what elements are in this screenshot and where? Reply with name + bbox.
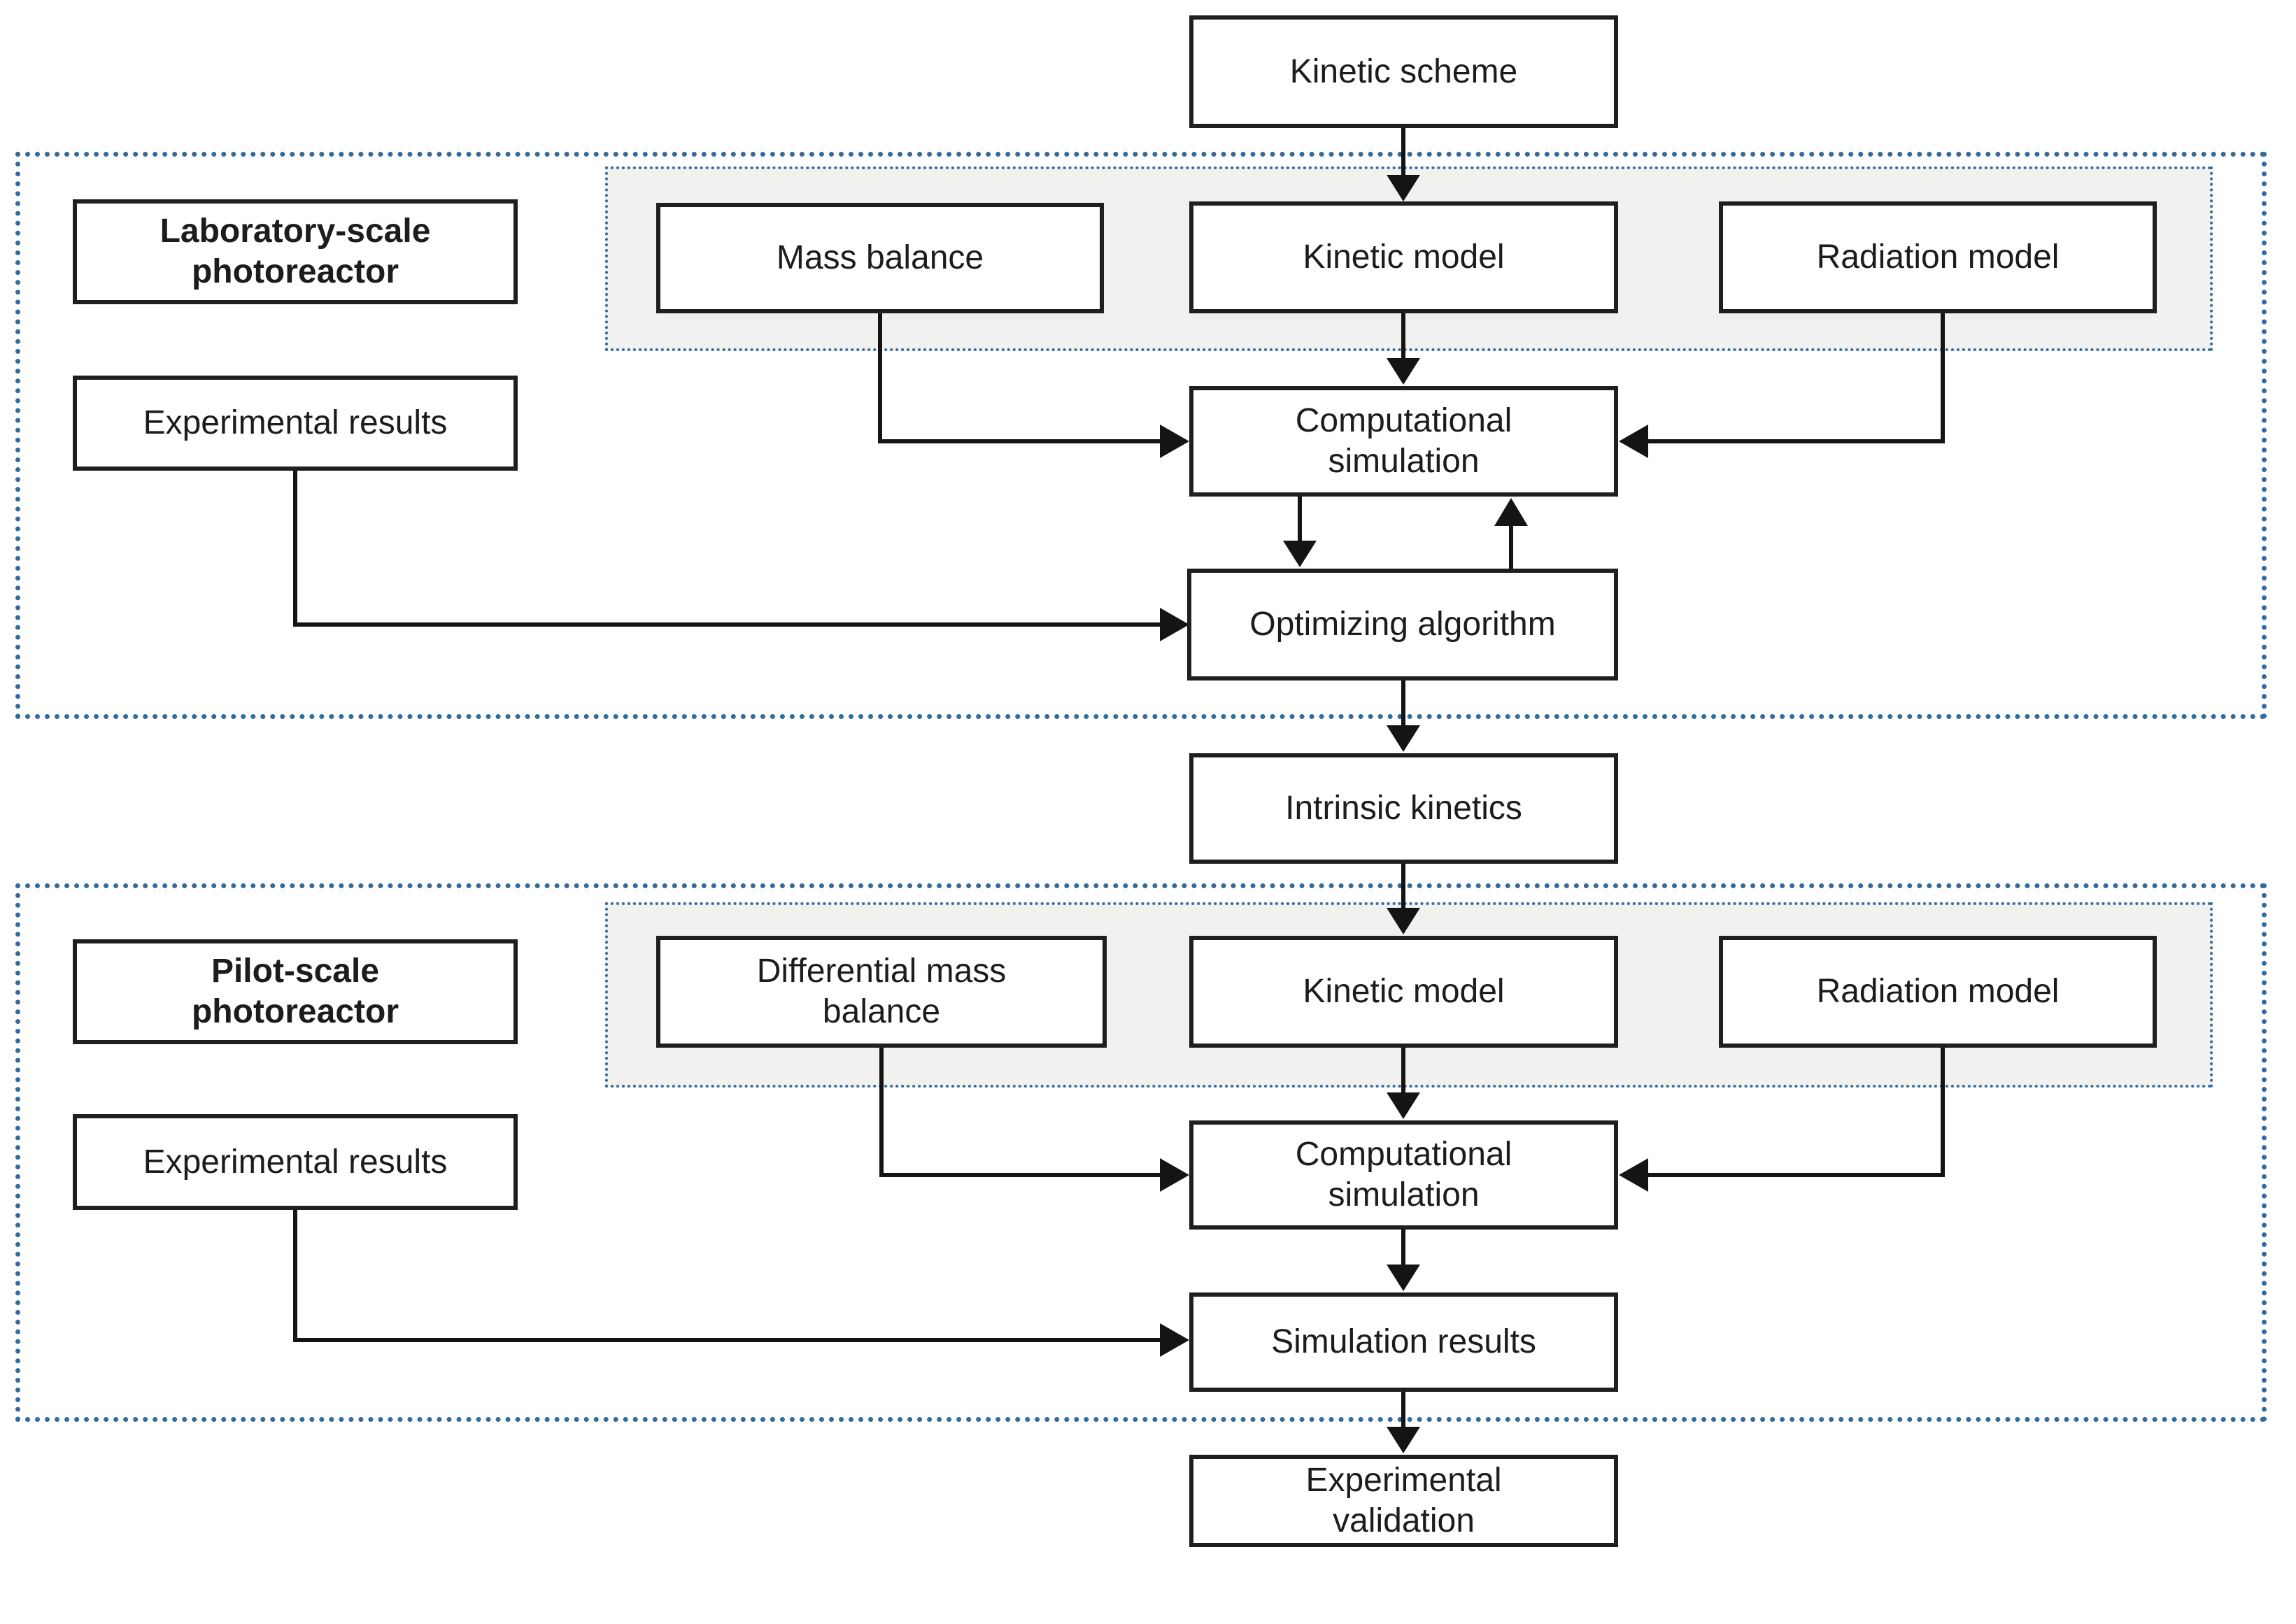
node-pilot-scale-photoreactor: Pilot-scale photoreactor [73,939,518,1044]
node-optimizing-algorithm-label: Optimizing algorithm [1249,606,1556,643]
node-kinetic-model-pilot-label: Kinetic model [1303,973,1505,1011]
arrow-computational-simulation-lab-to-optimizing-algorithm [1283,497,1317,567]
arrow-optimizing-algorithm-to-computational-simulation-lab [1494,498,1528,569]
arrow-kinetic-model-lab-to-computational-simulation-lab [1387,313,1420,385]
node-kinetic-model-lab: Kinetic model [1189,201,1618,313]
arrow-radiation-model-pilot-to-computational-simulation-pilot [1619,1048,1945,1192]
arrow-differential-mass-balance-to-computational-simulation-pilot [879,1048,1189,1192]
node-experimental-results-pilot: Experimental results [73,1114,518,1210]
node-simulation-results: Simulation results [1189,1292,1618,1392]
pilot-scale-section-border [15,883,2267,1422]
node-pilot-scale-photoreactor-label: Pilot-scale photoreactor [191,953,399,1030]
node-intrinsic-kinetics-label: Intrinsic kinetics [1285,790,1522,827]
arrow-experimental-results-pilot-to-simulation-results [293,1210,1189,1357]
node-radiation-model-pilot-label: Radiation model [1816,973,2060,1011]
node-kinetic-model-lab-label: Kinetic model [1303,238,1505,276]
node-experimental-validation-label: Experimental validation [1305,1462,1502,1539]
node-computational-simulation-lab: Computational simulation [1189,386,1618,497]
node-radiation-model-lab-label: Radiation model [1816,238,2060,276]
node-simulation-results-label: Simulation results [1271,1323,1536,1361]
arrow-optimizing-algorithm-to-intrinsic-kinetics [1387,681,1420,752]
arrow-experimental-results-lab-to-optimizing-algorithm [293,471,1189,641]
node-mass-balance: Mass balance [656,203,1104,313]
node-differential-mass-balance: Differential mass balance [656,936,1107,1048]
arrow-intrinsic-kinetics-to-kinetic-model-pilot [1387,864,1420,934]
node-computational-simulation-lab-label: Computational simulation [1295,402,1512,480]
node-kinetic-model-pilot: Kinetic model [1189,936,1618,1048]
node-kinetic-scheme: Kinetic scheme [1189,15,1618,128]
node-laboratory-scale-photoreactor-label: Laboratory-scale photoreactor [160,213,431,290]
node-experimental-results-lab-label: Experimental results [143,404,448,442]
node-optimizing-algorithm: Optimizing algorithm [1187,569,1618,681]
node-experimental-results-lab: Experimental results [73,376,518,471]
node-kinetic-scheme-label: Kinetic scheme [1289,52,1518,90]
node-computational-simulation-pilot: Computational simulation [1189,1120,1618,1230]
node-experimental-validation: Experimental validation [1189,1455,1618,1547]
arrow-mass-balance-to-computational-simulation-lab [878,313,1189,458]
node-differential-mass-balance-label: Differential mass balance [756,953,1007,1030]
node-intrinsic-kinetics: Intrinsic kinetics [1189,753,1618,864]
node-radiation-model-lab: Radiation model [1719,201,2157,313]
node-laboratory-scale-photoreactor: Laboratory-scale photoreactor [73,199,518,304]
arrow-kinetic-scheme-to-kinetic-model-lab [1387,128,1420,201]
node-computational-simulation-pilot-label: Computational simulation [1295,1136,1512,1213]
lab-scale-section-border [15,152,2267,719]
arrow-computational-simulation-pilot-to-simulation-results [1387,1230,1420,1291]
node-radiation-model-pilot: Radiation model [1719,936,2157,1048]
node-experimental-results-pilot-label: Experimental results [143,1143,448,1181]
arrow-radiation-model-lab-to-computational-simulation-lab [1619,313,1945,458]
node-mass-balance-label: Mass balance [776,239,984,277]
arrow-kinetic-model-pilot-to-computational-simulation-pilot [1387,1048,1420,1119]
arrow-simulation-results-to-experimental-validation [1387,1392,1420,1453]
